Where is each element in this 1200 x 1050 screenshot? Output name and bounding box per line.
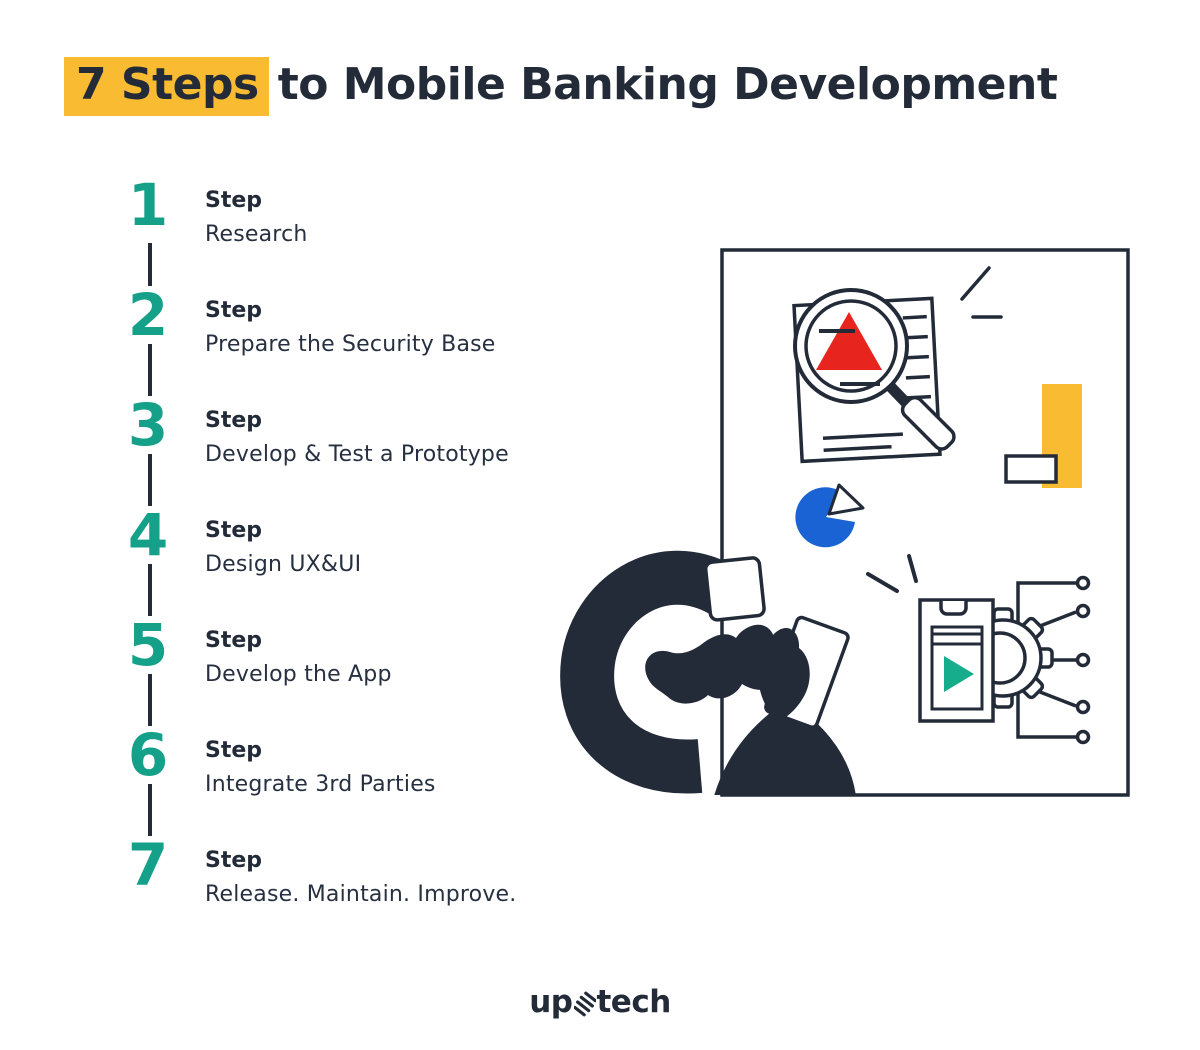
step-label: Step — [205, 188, 263, 213]
step-label: Step — [205, 408, 263, 433]
shoulder — [714, 700, 856, 795]
triangle-chart-icon — [816, 312, 882, 370]
person-pointing-illustration — [560, 550, 856, 795]
wrist — [757, 627, 810, 722]
step-label: Step — [205, 518, 263, 543]
wedge-icon — [827, 483, 865, 516]
spring-coil-icon — [574, 991, 597, 1017]
smartphone-icon — [918, 598, 995, 723]
play-icon — [944, 656, 974, 692]
step-row-2: 2 Step Prepare the Security Base — [0, 286, 560, 376]
step-row-1: 1 Step Research — [0, 176, 560, 266]
sparkle-marks-icon — [960, 266, 1003, 319]
step-label: Step — [205, 738, 263, 763]
whiteboard-illustration — [560, 248, 1130, 797]
title-rest: to Mobile Banking Development — [277, 59, 1058, 110]
step-number: 6 — [112, 726, 184, 784]
arm-sleeve — [560, 550, 736, 794]
step-number: 1 — [112, 176, 184, 234]
step-number: 2 — [112, 286, 184, 344]
step-number: 7 — [112, 836, 184, 894]
brand-logo: up tech — [0, 984, 1200, 1020]
step-row-4: 4 Step Design UX&UI — [0, 506, 560, 596]
step-description: Integrate 3rd Parties — [205, 772, 436, 797]
step-label: Step — [205, 298, 263, 323]
magnifier-icon — [793, 288, 956, 451]
step-row-3: 3 Step Develop & Test a Prototype — [0, 396, 560, 486]
step-row-6: 6 Step Integrate 3rd Parties — [0, 726, 560, 816]
step-description: Release. Maintain. Improve. — [205, 882, 517, 907]
step-number: 5 — [112, 616, 184, 674]
outlined-box-icon — [1004, 454, 1058, 484]
blue-pie-icon — [795, 483, 865, 548]
step-description: Design UX&UI — [205, 552, 362, 577]
step-number: 3 — [112, 396, 184, 454]
cuff — [703, 556, 766, 622]
logo-text-tech: tech — [596, 984, 671, 1020]
title-highlight: 7 Steps — [64, 57, 269, 116]
step-description: Develop & Test a Prototype — [205, 442, 509, 467]
step-row-7: 7 Step Release. Maintain. Improve. — [0, 836, 560, 926]
step-description: Develop the App — [205, 662, 392, 687]
step-row-5: 5 Step Develop the App — [0, 616, 560, 706]
step-description: Research — [205, 222, 308, 247]
step-description: Prepare the Security Base — [205, 332, 496, 357]
logo-text-up: up — [529, 984, 573, 1020]
step-label: Step — [205, 628, 263, 653]
step-number: 4 — [112, 506, 184, 564]
pointing-hand — [645, 624, 780, 704]
emphasis-marks-icon — [866, 554, 918, 593]
step-label: Step — [205, 848, 263, 873]
